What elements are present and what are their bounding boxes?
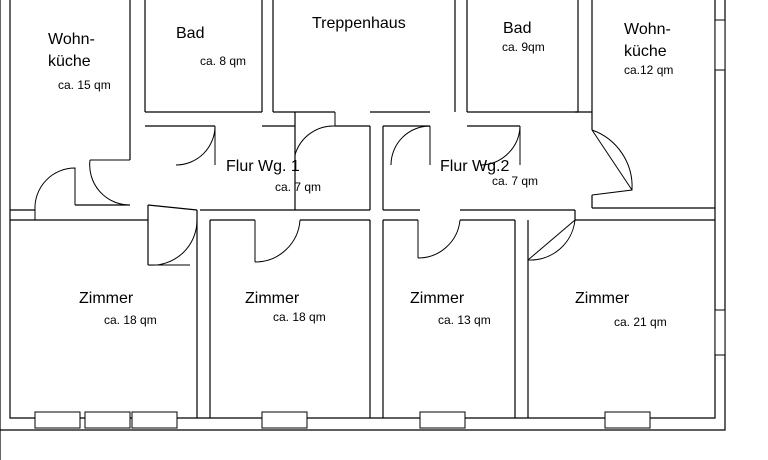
room-name-zimmer-4: Zimmer bbox=[575, 290, 630, 307]
room-name-bad-right: Bad bbox=[503, 20, 531, 37]
door-treppenhaus-flur1 bbox=[294, 112, 336, 156]
room-area-zimmer-4: ca. 21 qm bbox=[614, 315, 667, 329]
room-name-wohnkueche-left-2: küche bbox=[48, 53, 91, 70]
room-area-zimmer-2: ca. 18 qm bbox=[273, 310, 326, 324]
window-wohnkueche-right bbox=[714, 19, 726, 71]
room-name-zimmer-3: Zimmer bbox=[410, 290, 465, 307]
room-labels: Wohn- küche ca. 15 qm Bad ca. 8 qm Trepp… bbox=[48, 15, 673, 329]
room-name-wohnkueche-right-2: küche bbox=[624, 43, 667, 60]
room-name-bad-left: Bad bbox=[176, 25, 204, 42]
window-zimmer-4 bbox=[604, 411, 651, 429]
room-name-zimmer-1: Zimmer bbox=[79, 290, 134, 307]
room-name-flur-2: Flur Wg.2 bbox=[440, 158, 509, 175]
interior-walls bbox=[10, 0, 715, 418]
door-wohnkueche-right bbox=[591, 129, 633, 196]
room-area-wohnkueche-left: ca. 15 qm bbox=[58, 78, 111, 92]
room-name-zimmer-2: Zimmer bbox=[245, 290, 300, 307]
door-bad-right bbox=[479, 125, 521, 166]
window-zimmer-2 bbox=[261, 411, 308, 429]
room-area-flur-2: ca. 7 qm bbox=[492, 174, 538, 188]
window-zimmer-1a bbox=[34, 411, 81, 429]
outer-walls bbox=[0, 0, 726, 460]
room-area-flur-1: ca. 7 qm bbox=[275, 180, 321, 194]
door-zimmer-1 bbox=[147, 219, 198, 266]
room-area-wohnkueche-right: ca.12 qm bbox=[624, 63, 673, 77]
door-zimmer-1a bbox=[34, 167, 76, 220]
door-treppenhaus-flur2 bbox=[390, 125, 431, 166]
room-name-flur-1: Flur Wg. 1 bbox=[226, 158, 300, 175]
room-area-zimmer-1: ca. 18 qm bbox=[104, 313, 157, 327]
window-zimmer-3 bbox=[419, 411, 466, 429]
door-zimmer-3 bbox=[417, 219, 461, 259]
windows bbox=[34, 19, 726, 429]
window-zimmer-1c bbox=[131, 411, 178, 429]
room-name-wohnkueche-right-1: Wohn- bbox=[624, 21, 671, 38]
room-name-wohnkueche-left-1: Wohn- bbox=[48, 31, 95, 48]
room-area-zimmer-3: ca. 13 qm bbox=[438, 313, 491, 327]
door-zimmer-4 bbox=[527, 219, 576, 261]
door-zimmer-2 bbox=[254, 219, 301, 263]
room-area-bad-left: ca. 8 qm bbox=[200, 54, 246, 68]
room-name-treppenhaus: Treppenhaus bbox=[312, 15, 406, 32]
room-area-bad-right: ca. 9qm bbox=[502, 40, 545, 54]
door-bad-left bbox=[175, 125, 216, 166]
doors bbox=[34, 112, 633, 266]
window-zimmer-4-side bbox=[714, 309, 726, 356]
window-zimmer-1b bbox=[84, 411, 131, 429]
door-wohnkueche-left bbox=[89, 159, 131, 206]
